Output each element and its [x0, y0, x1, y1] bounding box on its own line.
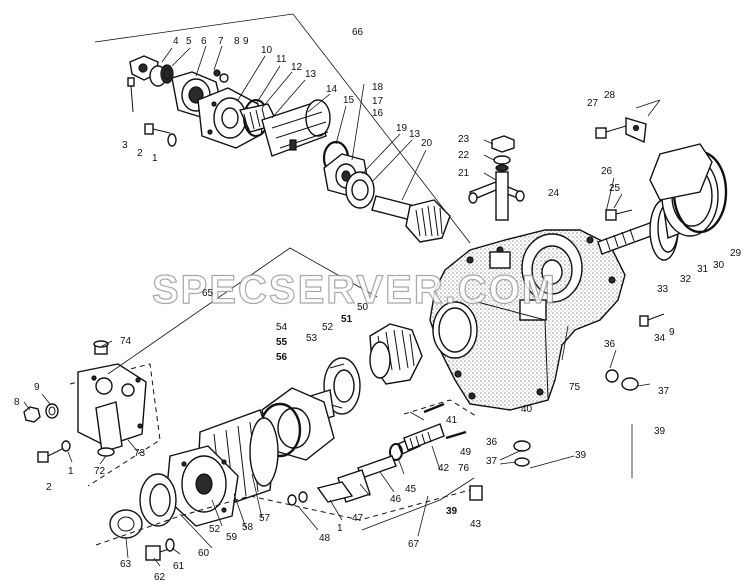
callout-1c: 1 — [337, 523, 343, 534]
callout-39: 39 — [654, 426, 666, 437]
callout-13b: 13 — [409, 129, 421, 140]
callout-40: 40 — [521, 404, 533, 415]
callout-23: 23 — [458, 134, 470, 145]
callout-8b: 8 — [14, 397, 20, 408]
callout-10: 10 — [261, 45, 273, 56]
callout-26: 26 — [601, 166, 613, 177]
callout-2b: 2 — [46, 482, 52, 493]
callout-33: 33 — [657, 284, 669, 295]
callout-61: 61 — [173, 561, 185, 572]
callout-73: 73 — [134, 448, 146, 459]
callout-9: 9 — [243, 36, 249, 47]
callout-50: 50 — [357, 302, 369, 313]
callout-49: 49 — [460, 447, 472, 458]
callout-27: 27 — [587, 98, 599, 109]
callout-2: 2 — [137, 148, 143, 159]
callout-3: 3 — [122, 140, 128, 151]
callout-57: 57 — [259, 513, 271, 524]
callout-39c: 39 — [446, 506, 458, 517]
callout-14: 14 — [326, 84, 338, 95]
callout-42: 42 — [438, 463, 450, 474]
bearing-cover-group — [23, 340, 161, 487]
callout-36b: 36 — [486, 437, 498, 448]
callout-39b: 39 — [575, 450, 587, 461]
callout-18: 18 — [372, 82, 384, 93]
callout-37b: 37 — [486, 456, 498, 467]
callout-4: 4 — [173, 36, 179, 47]
callout-34: 34 — [654, 333, 666, 344]
callout-43: 43 — [470, 519, 482, 530]
callout-45: 45 — [405, 484, 417, 495]
callout-74: 74 — [120, 336, 132, 347]
callout-54: 54 — [276, 322, 288, 333]
tee-fitting-group — [468, 135, 525, 221]
callout-9b: 9 — [669, 327, 675, 338]
callout-13: 13 — [305, 69, 317, 80]
callout-17: 17 — [372, 96, 384, 107]
callout-72: 72 — [94, 466, 106, 477]
callout-5: 5 — [186, 36, 192, 47]
callout-11: 11 — [276, 54, 287, 65]
callout-31: 31 — [697, 264, 709, 275]
callout-63: 63 — [120, 559, 132, 570]
callout-25: 25 — [609, 183, 621, 194]
callout-76: 76 — [458, 463, 470, 474]
callout-47: 47 — [352, 513, 364, 524]
callout-labels: 4 5 6 7 8 9 10 11 12 13 14 15 16 17 18 1… — [14, 27, 742, 583]
callout-16: 16 — [372, 108, 384, 119]
watermark-text: SPECSERVER.COM — [152, 268, 557, 312]
callout-52b: 52 — [209, 524, 221, 535]
callout-29: 29 — [730, 248, 742, 259]
callout-48: 48 — [319, 533, 331, 544]
callout-7: 7 — [218, 36, 224, 47]
callout-6: 6 — [201, 36, 207, 47]
callout-21: 21 — [458, 168, 470, 179]
callout-22: 22 — [458, 150, 470, 161]
callout-20: 20 — [421, 138, 433, 149]
callout-59: 59 — [226, 532, 238, 543]
transfer-case-housing — [429, 229, 626, 411]
callout-24: 24 — [548, 188, 560, 199]
reduction-gear-group — [95, 247, 651, 567]
callout-53: 53 — [306, 333, 318, 344]
callout-65: 65 — [202, 288, 214, 299]
callout-51: 51 — [341, 314, 353, 325]
input-shaft-group — [94, 13, 471, 244]
callout-1b: 1 — [68, 466, 74, 477]
callout-30: 30 — [713, 260, 725, 271]
callout-46: 46 — [390, 494, 402, 505]
callout-1: 1 — [152, 153, 158, 164]
callout-75: 75 — [569, 382, 581, 393]
callout-60: 60 — [198, 548, 210, 559]
callout-36: 36 — [604, 339, 616, 350]
callout-8: 8 — [234, 36, 240, 47]
callout-32: 32 — [680, 274, 692, 285]
output-shaft-group — [595, 99, 728, 327]
callout-9c: 9 — [34, 382, 40, 393]
callout-67: 67 — [408, 539, 420, 550]
callout-41: 41 — [446, 415, 458, 426]
callout-15: 15 — [343, 95, 355, 106]
callout-37: 37 — [658, 386, 670, 397]
callout-28: 28 — [604, 90, 616, 101]
callout-55: 55 — [276, 337, 288, 348]
callout-12: 12 — [291, 62, 303, 73]
callout-62: 62 — [154, 572, 166, 583]
callout-66: 66 — [352, 27, 364, 38]
callout-19: 19 — [396, 123, 408, 134]
callout-56: 56 — [276, 352, 288, 363]
callout-52: 52 — [322, 322, 334, 333]
callout-58: 58 — [242, 522, 254, 533]
